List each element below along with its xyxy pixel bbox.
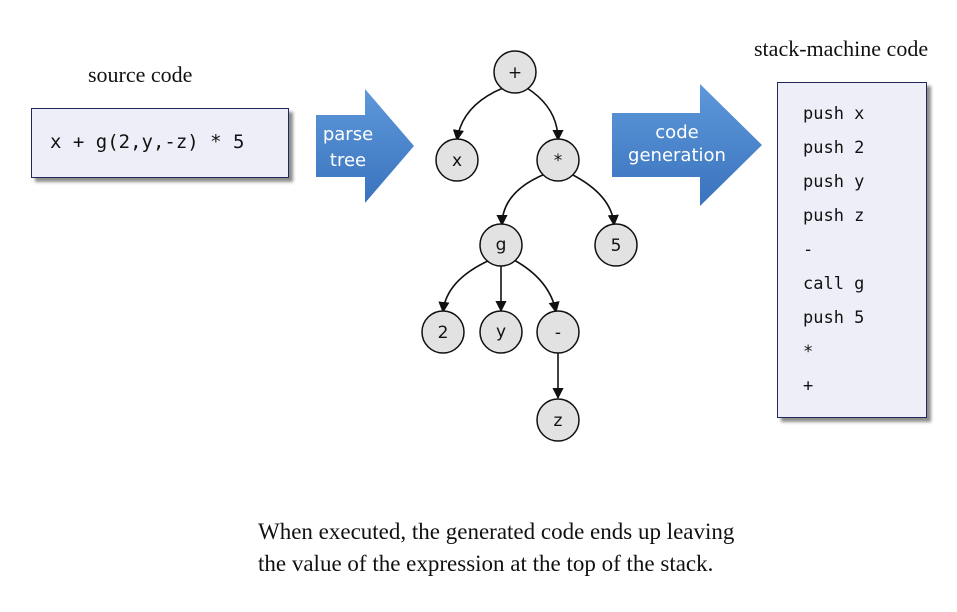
tree-node-times: * (536, 138, 580, 182)
node-label: x (452, 151, 462, 171)
caption-line: the value of the expression at the top o… (258, 551, 714, 576)
tree-edge (513, 259, 560, 314)
source-code-box: x + g(2,y,-z) * 5 (31, 108, 289, 178)
tree-edge (496, 173, 546, 227)
stack-instruction: push 2 (803, 138, 865, 158)
tree-edge (570, 173, 619, 227)
stack-instruction: + (803, 376, 814, 396)
tree-node-z: z (536, 398, 580, 442)
tree-edge (526, 87, 564, 142)
node-label: 2 (438, 323, 449, 343)
tree-node-plus: + (493, 50, 537, 94)
arrow-shape (612, 84, 762, 206)
tree-node-five: 5 (594, 223, 638, 267)
node-label: 5 (611, 236, 622, 256)
stack-instruction: call g (803, 274, 865, 294)
tree-edge (452, 87, 504, 142)
arrow-label-line: code (655, 122, 698, 143)
stack-instruction: push z (803, 206, 865, 226)
tree-node-y: y (479, 310, 523, 354)
caption-line: When executed, the generated code ends u… (258, 519, 735, 544)
tree-node-two: 2 (421, 310, 465, 354)
node-label: + (508, 63, 522, 83)
stack-instruction: push 5 (803, 308, 865, 328)
parse-tree-arrow: parse tree (316, 89, 414, 203)
stack-instruction: * (803, 342, 814, 362)
stack-instruction: push x (803, 104, 865, 124)
code-generation-arrow: code generation (612, 84, 762, 206)
stack-instruction: push y (803, 172, 865, 192)
node-label: y (496, 322, 506, 342)
tree-edge (438, 259, 491, 314)
tree-node-g: g (479, 223, 523, 267)
node-label: * (554, 151, 563, 171)
arrow-label-line: tree (330, 150, 366, 171)
node-label: - (555, 323, 561, 343)
arrow-label-line: generation (628, 145, 726, 166)
arrow-label-line: parse (323, 124, 373, 145)
node-label: g (496, 235, 507, 255)
node-label: z (554, 411, 563, 431)
stack-machine-code-box: push x push 2 push y push z - call g pus… (777, 82, 927, 418)
tree-node-x: x (435, 138, 479, 182)
caption: When executed, the generated code ends u… (258, 516, 734, 580)
stack-instruction: - (803, 240, 814, 260)
source-code-title: source code (88, 62, 193, 87)
tree-edges (438, 87, 619, 400)
arrow-shape (316, 89, 414, 203)
stack-machine-code-title: stack-machine code (754, 36, 929, 61)
tree-nodes: + x * g 5 2 y - (421, 50, 638, 442)
tree-node-neg: - (536, 310, 580, 354)
